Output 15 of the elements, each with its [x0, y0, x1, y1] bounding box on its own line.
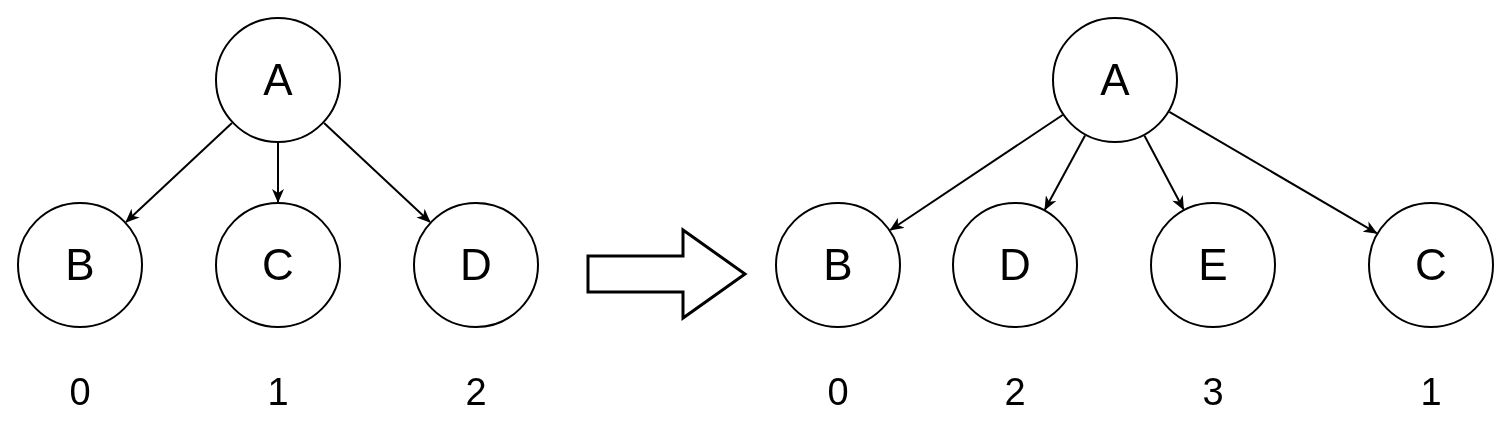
arrow	[323, 122, 431, 223]
arrow	[125, 122, 233, 223]
index-label: 3	[1202, 373, 1224, 411]
transform-arrow	[586, 227, 748, 321]
index-label: 2	[1004, 373, 1026, 411]
index-label: 1	[1420, 373, 1442, 411]
arrow	[1168, 110, 1378, 235]
index-label: 0	[827, 373, 849, 411]
arrow	[889, 114, 1064, 231]
index-label: 0	[69, 373, 91, 411]
index-label: 2	[465, 373, 487, 411]
arrow	[1043, 134, 1087, 211]
arrow	[272, 142, 284, 203]
index-label: 1	[267, 373, 289, 411]
arrow	[1143, 134, 1185, 211]
